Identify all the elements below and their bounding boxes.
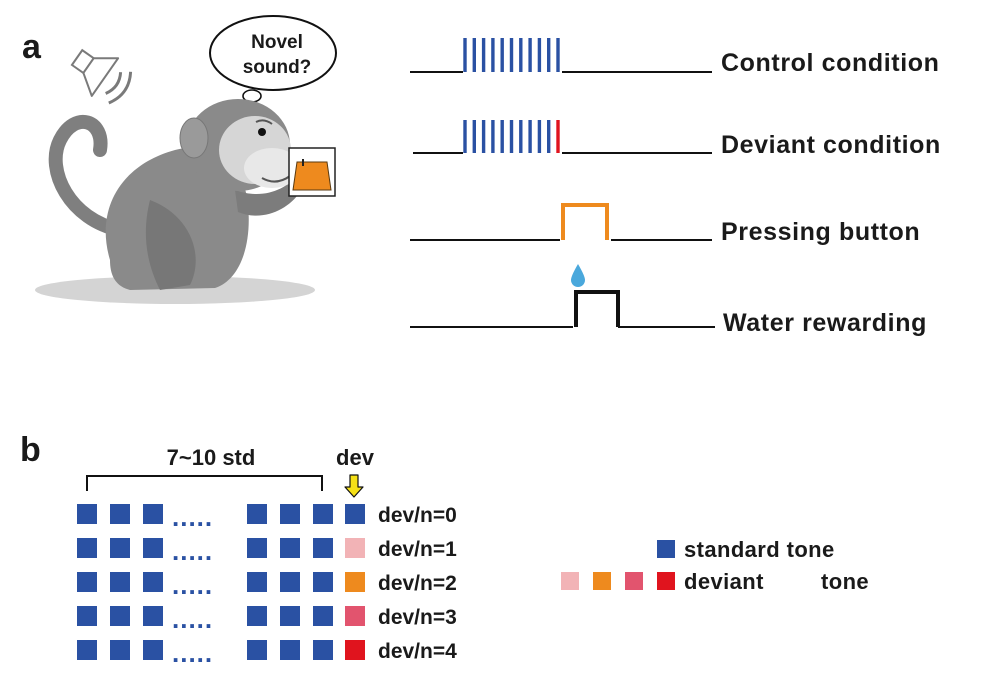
legend-deviant-label: deviant — [684, 569, 764, 594]
row-label: dev/n=3 — [378, 606, 457, 629]
standard-tone-square — [313, 640, 333, 660]
legend-deviant-swatch — [657, 572, 675, 590]
standard-tone-square — [247, 606, 267, 626]
standard-tone-square — [77, 572, 97, 592]
standard-tone-square — [143, 606, 163, 626]
standard-tone-square — [313, 504, 333, 524]
standard-tone-square — [280, 640, 300, 660]
dev-arrow-icon — [344, 474, 364, 498]
std-range-label: 7~10 std — [167, 445, 256, 470]
standard-tone-square — [313, 606, 333, 626]
panel-b-label: b — [20, 431, 41, 469]
deviant-tone-square — [345, 504, 365, 524]
control-tones — [463, 38, 560, 72]
water-drop-icon — [571, 264, 585, 287]
condition-label-control: Control condition — [721, 49, 940, 77]
monkey-illustration — [35, 99, 315, 304]
bubble-text-line1: Novel — [251, 32, 303, 53]
ellipsis-dots: ..... — [172, 604, 213, 634]
condition-label-deviant: Deviant condition — [721, 131, 941, 159]
standard-tone-square — [77, 538, 97, 558]
panel-a-label: a — [22, 28, 42, 66]
sequence-row: ..... dev/n=1 — [77, 536, 457, 566]
ellipsis-dots: ..... — [172, 502, 213, 532]
sequence-row: ..... dev/n=3 — [77, 604, 457, 634]
deviant-tone-square — [345, 640, 365, 660]
bubble-text-line2: sound? — [243, 57, 312, 78]
standard-tone-square — [143, 640, 163, 660]
standard-tone-square — [280, 504, 300, 524]
ellipsis-dots: ..... — [172, 536, 213, 566]
button-icon — [288, 147, 336, 197]
standard-tone-square — [280, 606, 300, 626]
dev-label: dev — [336, 445, 375, 470]
standard-tone-square — [110, 538, 130, 558]
standard-tone-square — [110, 504, 130, 524]
legend-deviant-swatch — [593, 572, 611, 590]
sequence-row: ..... dev/n=4 — [77, 638, 457, 668]
standard-tone-square — [247, 572, 267, 592]
sequence-row: ..... dev/n=2 — [77, 570, 457, 600]
legend-standard-swatch — [657, 540, 675, 558]
standard-tone-square — [313, 538, 333, 558]
sequence-row: ..... dev/n=0 — [77, 502, 457, 532]
legend-deviant-swatches — [561, 572, 675, 590]
deviant-tone-square — [345, 606, 365, 626]
standard-tone-square — [247, 640, 267, 660]
row-label: dev/n=4 — [378, 640, 457, 663]
condition-label-water: Water rewarding — [723, 309, 927, 337]
ellipsis-dots: ..... — [172, 638, 213, 668]
legend-standard-label: standard tone — [684, 537, 835, 562]
ellipsis-dots: ..... — [172, 570, 213, 600]
standard-tone-square — [77, 606, 97, 626]
standard-tone-square — [110, 572, 130, 592]
standard-tone-square — [110, 606, 130, 626]
sequence-rows: ..... dev/n=0..... dev/n=1..... dev/n=2....… — [77, 502, 457, 668]
standard-tone-square — [280, 572, 300, 592]
standard-tone-square — [143, 572, 163, 592]
row-label: dev/n=2 — [378, 572, 457, 595]
legend-deviant-swatch — [561, 572, 579, 590]
speaker-icon — [70, 48, 133, 105]
button-press-trace — [410, 203, 712, 241]
row-label: dev/n=0 — [378, 504, 457, 527]
standard-tone-square — [77, 504, 97, 524]
standard-tone-square — [280, 538, 300, 558]
deviant-tone-square — [345, 572, 365, 592]
standard-tone-square — [143, 504, 163, 524]
standard-tone-square — [247, 504, 267, 524]
std-bracket — [86, 475, 323, 491]
standard-tone-square — [247, 538, 267, 558]
water-reward-trace — [410, 290, 715, 328]
legend-deviant-label-2: tone — [821, 569, 869, 594]
standard-tone-square — [77, 640, 97, 660]
deviant-tone-square — [345, 538, 365, 558]
condition-label-button: Pressing button — [721, 218, 920, 246]
standard-tone-square — [110, 640, 130, 660]
row-label: dev/n=1 — [378, 538, 457, 561]
deviant-tones — [463, 120, 560, 153]
legend-deviant-swatch — [625, 572, 643, 590]
standard-tone-square — [313, 572, 333, 592]
standard-tone-square — [143, 538, 163, 558]
